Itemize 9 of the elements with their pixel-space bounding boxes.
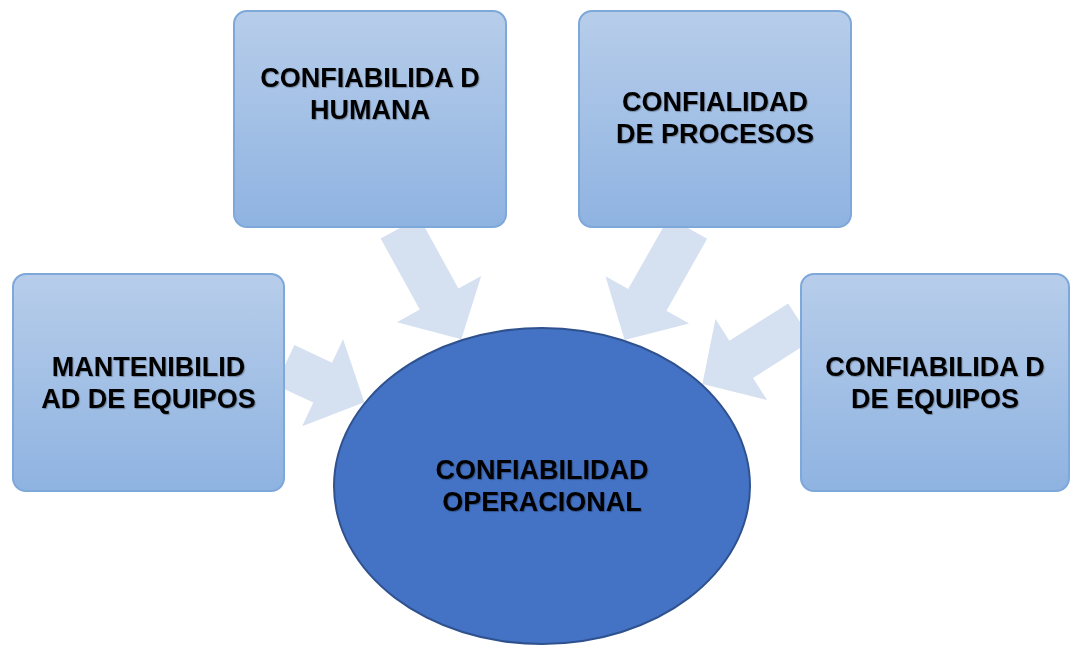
concept-box (578, 10, 852, 228)
node-label: CONFIABILIDA D HUMANA (259, 62, 481, 126)
node-label: MANTENIBILID AD DE EQUIPOS (40, 350, 257, 415)
concept-box (800, 273, 1070, 492)
node-label: CONFIALIDAD DE PROCESOS (614, 86, 815, 150)
concept-box (12, 273, 285, 492)
concept-box (233, 10, 507, 228)
node-label: CONFIABILIDA D DE EQUIPOS (824, 350, 1046, 415)
node-label: CONFIABILIDAD OPERACIONAL (434, 454, 650, 518)
